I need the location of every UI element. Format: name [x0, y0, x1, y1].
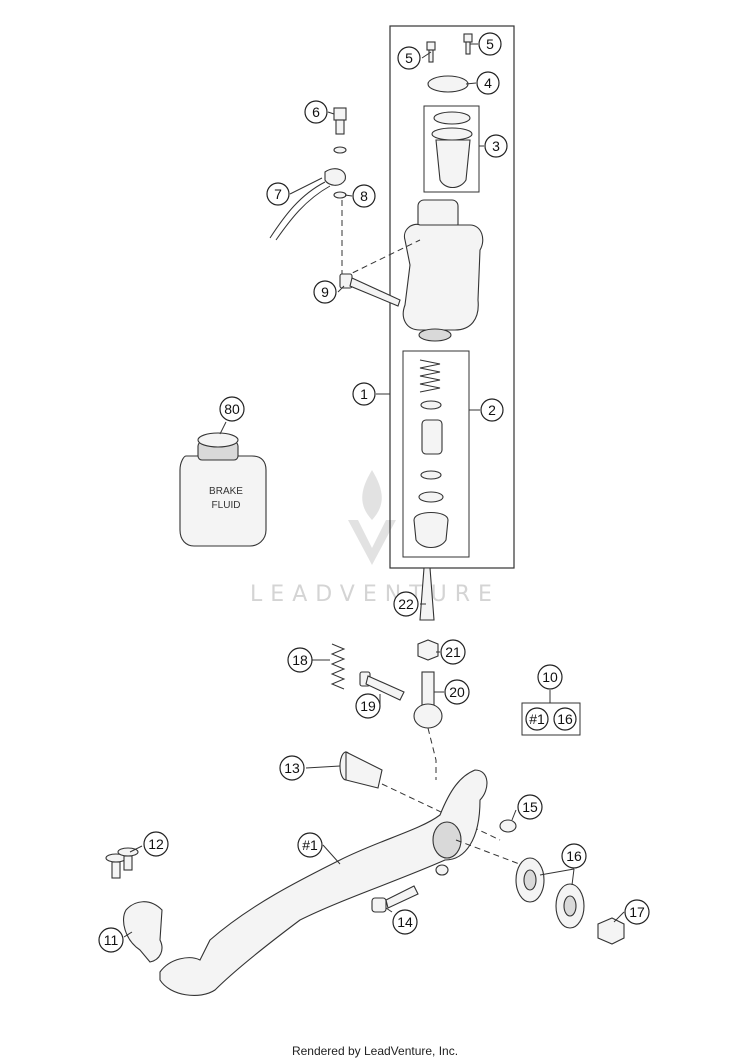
callout-5-left: 5 [397, 46, 421, 70]
callout-21: 21 [440, 639, 466, 665]
clevis-leader-line [427, 727, 437, 780]
screw-part-5 [426, 33, 473, 63]
callout-22-label: 22 [398, 596, 414, 612]
callout-pedal-1-label: #1 [302, 837, 318, 853]
piston-kit-part-2 [413, 359, 449, 549]
banjo-bolt-part-6 [333, 107, 347, 135]
callout-1-label: 1 [360, 386, 368, 402]
brake-fluid-bottle-part-80: BRAKE FLUID [179, 432, 267, 547]
hose-leader-line [341, 200, 421, 279]
callout-2: 2 [480, 398, 504, 422]
pin-part-19 [359, 671, 405, 701]
callout-17: 17 [624, 899, 650, 925]
callout-12: 12 [143, 831, 169, 857]
callout-10: 10 [537, 664, 563, 690]
callout-5-right: 5 [478, 32, 502, 56]
callout-10-sub-1-label: #1 [529, 711, 545, 727]
master-cylinder-body [402, 199, 484, 342]
callout-16-label: 16 [566, 848, 582, 864]
footer-credit: Rendered by LeadVenture, Inc. [291, 1044, 459, 1058]
step-plate-part-11 [122, 901, 163, 963]
spring-part-18 [330, 643, 346, 690]
callout-18-label: 18 [292, 652, 308, 668]
callout-11-label: 11 [104, 932, 119, 948]
bolt-part-9 [339, 273, 401, 307]
screws-part-12 [105, 847, 139, 879]
callout-3-label: 3 [492, 138, 500, 154]
callout-10-sub-16-label: 16 [557, 711, 573, 727]
pedal-leader-line [455, 839, 531, 869]
callout-80: 80 [219, 396, 245, 422]
callout-9-label: 9 [321, 284, 329, 300]
callout-13: 13 [279, 755, 305, 781]
callout-16: 16 [561, 843, 587, 869]
callout-1: 1 [352, 382, 376, 406]
callout-7-label: 7 [274, 186, 282, 202]
washer-part-8b [333, 191, 347, 199]
kit-box-part-10: 10 #1 16 [521, 664, 581, 736]
callout-2-label: 2 [488, 402, 496, 418]
washer-part-15 [499, 819, 517, 833]
callout-14-label: 14 [397, 914, 413, 930]
bushing-part-13 [339, 751, 383, 789]
pushrod-part-22 [419, 567, 435, 621]
callout-18: 18 [287, 647, 313, 673]
brake-hose-part-7 [269, 168, 346, 241]
brake-fluid-label-line2: FLUID [212, 500, 241, 511]
repair-kit-frame [402, 350, 470, 558]
callout-7: 7 [266, 182, 290, 206]
callout-15: 15 [517, 794, 543, 820]
reservoir-frame [423, 105, 480, 193]
callout-10-sub-1: #1 [525, 707, 549, 731]
callout-15-label: 15 [522, 799, 538, 815]
callout-8: 8 [352, 184, 376, 208]
callout-19: 19 [355, 693, 381, 719]
callout-8-label: 8 [360, 188, 368, 204]
callout-6-label: 6 [312, 104, 320, 120]
callout-80-label: 80 [224, 401, 240, 417]
callout-5-left-label: 5 [405, 50, 413, 66]
callout-4-label: 4 [484, 75, 492, 91]
brake-fluid-label-line1: BRAKE [209, 486, 243, 497]
watermark-flame-icon [362, 470, 382, 520]
callout-14: 14 [392, 909, 418, 935]
bearing-part-16 [515, 857, 585, 929]
nut-part-21 [417, 639, 439, 661]
reservoir-cap-part-4 [427, 75, 469, 93]
callout-11: 11 [98, 927, 124, 953]
bolt-part-14 [371, 885, 419, 913]
callout-19-label: 19 [360, 698, 376, 714]
watermark-text: LEADVENTURE [250, 582, 500, 607]
brake-pedal-part-1 [159, 769, 488, 996]
callout-10-sub-16: 16 [553, 707, 577, 731]
callout-5-right-label: 5 [486, 36, 494, 52]
callout-3: 3 [484, 134, 508, 158]
callout-12-label: 12 [148, 836, 164, 852]
washer-part-8a [333, 146, 347, 154]
watermark-v-icon [348, 520, 396, 565]
callout-6: 6 [304, 100, 328, 124]
callout-13-label: 13 [284, 760, 300, 776]
callout-21-label: 21 [445, 644, 461, 660]
callout-pedal-1: #1 [297, 832, 323, 858]
clevis-part-20 [413, 671, 443, 729]
nut-part-17 [597, 917, 625, 945]
callout-20: 20 [444, 679, 470, 705]
leadventure-watermark: LEADVENTURE [250, 470, 500, 607]
reservoir-part-3 [431, 111, 473, 189]
callout-4: 4 [476, 71, 500, 95]
callout-leaders [123, 43, 625, 938]
callout-10-label: 10 [542, 669, 558, 685]
callout-20-label: 20 [449, 684, 465, 700]
callout-17-label: 17 [629, 904, 645, 920]
callout-22: 22 [393, 591, 419, 617]
callout-9: 9 [313, 280, 337, 304]
